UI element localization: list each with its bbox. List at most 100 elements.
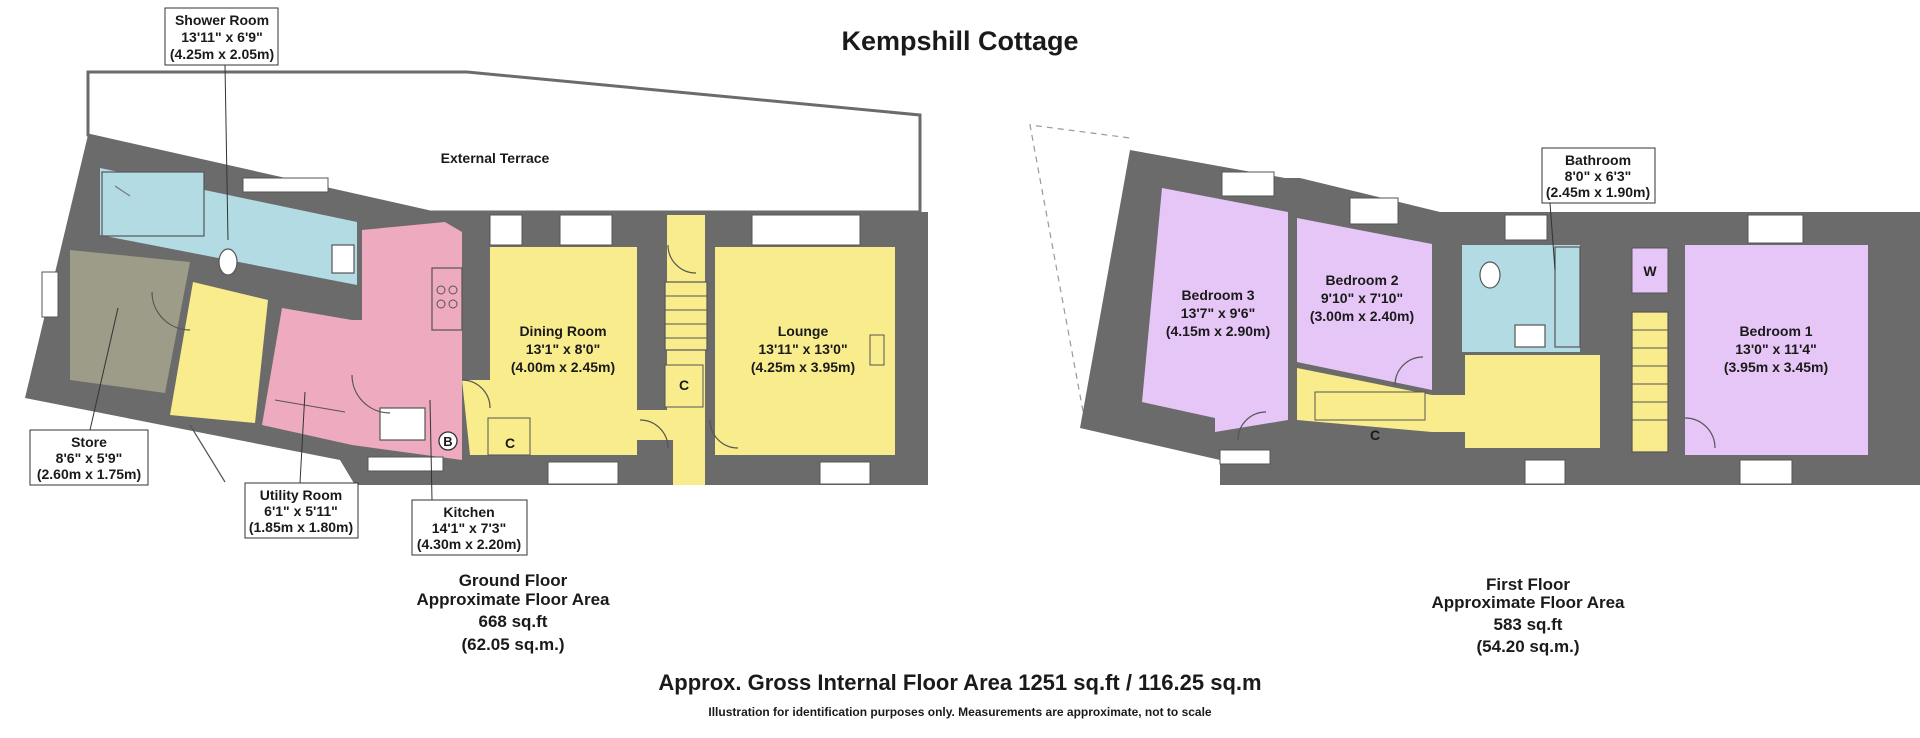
dining-kitchen-door: [461, 379, 491, 409]
plan-title: Kempshill Cottage: [841, 26, 1078, 56]
first-landing-area: [1297, 355, 1600, 448]
basin-fixture: [331, 244, 355, 274]
bathroom-metric: (2.45m x 1.90m): [1546, 184, 1650, 200]
kitchen-utility-door: [351, 374, 391, 414]
ground-floor-sqm: (62.05 sq.m.): [462, 635, 565, 654]
bedroom-2-door: [1394, 356, 1424, 386]
store-hall-area: [170, 282, 268, 423]
store-door: [151, 291, 191, 331]
svg-text:13'11" x 13'0": 13'11" x 13'0": [758, 341, 847, 357]
dining-window-front: [547, 461, 619, 485]
store-name: Store: [71, 434, 107, 450]
boiler-marker: [438, 431, 458, 451]
utility-room-imperial: 6'1" x 5'11": [264, 503, 338, 519]
bedroom-3-window-front: [1219, 449, 1271, 465]
svg-text:(4.15m x 2.90m): (4.15m x 2.90m): [1166, 323, 1270, 339]
svg-text:Dining Room: Dining Room: [519, 323, 606, 339]
toilet-fixture: [218, 248, 238, 276]
store-area: [70, 250, 190, 393]
store-imperial: 8'6" x 5'9": [56, 450, 123, 466]
svg-text:(3.00m x 2.40m): (3.00m x 2.40m): [1310, 308, 1414, 324]
shower-room-metric: (4.25m x 2.05m): [170, 46, 274, 62]
svg-text:Bedroom 2: Bedroom 2: [1325, 272, 1398, 288]
bathroom-name: Bathroom: [1565, 152, 1631, 168]
kitchen-callout: [411, 499, 528, 556]
svg-text:9'10" x 7'10": 9'10" x 7'10": [1321, 290, 1403, 306]
store-window: [41, 271, 59, 318]
wardrobe: [1631, 247, 1669, 294]
hall-door-rear: [667, 244, 697, 274]
ground-cupboard-1-label: C: [505, 435, 515, 451]
first-floor-summary: First Floor Approximate Floor Area 583 s…: [1431, 575, 1625, 656]
disclaimer: Illustration for identification purposes…: [708, 705, 1212, 719]
utility-room-name: Utility Room: [260, 487, 342, 503]
store-hall-door: [189, 424, 226, 483]
ground-floor-sqft: 668 sq.ft: [479, 612, 548, 631]
utility-room-callout: [244, 482, 359, 539]
gross-area: Approx. Gross Internal Floor Area 1251 s…: [658, 670, 1261, 695]
landing-window-front: [1524, 459, 1566, 485]
lounge-window-rear: [751, 214, 861, 246]
kitchen-name: Kitchen: [443, 504, 494, 520]
dining-hall-door: [639, 419, 669, 449]
bathroom-window: [1504, 214, 1548, 241]
dining-room-label: Dining Room 13'1" x 8'0" (4.00m x 2.45m): [511, 323, 615, 375]
dining-window-left: [489, 214, 523, 246]
lounge-label: Lounge 13'11" x 13'0" (4.25m x 3.95m): [751, 323, 855, 375]
utility-worktop: [274, 399, 346, 413]
kitchen-callout-line: [429, 399, 433, 501]
svg-text:(3.95m x 3.45m): (3.95m x 3.45m): [1724, 359, 1828, 375]
utility-room-area: [262, 308, 352, 445]
utility-room-callout-line: [299, 391, 306, 484]
bedroom-3-door: [1237, 411, 1267, 441]
ground-floor-area-label: Approximate Floor Area: [416, 590, 610, 609]
bedroom-3-label: Bedroom 3 13'7" x 9'6" (4.15m x 2.90m): [1166, 287, 1270, 339]
ground-cupboard-1: [487, 417, 531, 456]
bathroom-imperial: 8'0" x 6'3": [1565, 168, 1632, 184]
kitchen-metric: (4.30m x 2.20m): [417, 536, 521, 552]
lounge-fireplace: [869, 334, 885, 366]
shower-room-imperial: 13'11" x 6'9": [181, 29, 262, 45]
svg-text:Bedroom 3: Bedroom 3: [1181, 287, 1254, 303]
wardrobe-label: W: [1643, 263, 1657, 279]
external-terrace-label: External Terrace: [441, 150, 550, 166]
bedroom-2-window: [1349, 197, 1399, 225]
bedroom-1-window: [1747, 214, 1804, 244]
first-staircase: [1631, 311, 1669, 453]
svg-text:(4.25m x 3.95m): (4.25m x 3.95m): [751, 359, 855, 375]
dining-window-right: [559, 214, 613, 246]
utility-room-metric: (1.85m x 1.80m): [249, 519, 353, 535]
shower-room-callout-line: [224, 64, 229, 241]
svg-text:13'0" x 11'4": 13'0" x 11'4": [1735, 341, 1816, 357]
first-cupboard-label: C: [1370, 427, 1380, 443]
lounge-window-front: [819, 461, 871, 485]
lounge-area: [715, 247, 895, 455]
ground-cupboard-2: [664, 364, 704, 408]
ground-floor-label: Ground Floor: [459, 571, 568, 590]
svg-text:(4.00m x 2.45m): (4.00m x 2.45m): [511, 359, 615, 375]
kitchen-window: [367, 456, 444, 472]
svg-text:13'1" x 8'0": 13'1" x 8'0": [526, 341, 600, 357]
lounge-hall-door: [709, 419, 739, 449]
bedroom-2-area: [1297, 218, 1432, 390]
shower-room-callout: [164, 7, 279, 66]
bathroom-basin: [1514, 324, 1546, 348]
bedroom-2-label: Bedroom 2 9'10" x 7'10" (3.00m x 2.40m): [1310, 272, 1414, 324]
boiler-label: B: [443, 434, 452, 449]
bedroom-1-door: [1684, 417, 1716, 449]
dining-room-area: [462, 247, 637, 455]
bedroom-1-window-front: [1739, 459, 1793, 485]
bathroom-bath: [1554, 246, 1581, 348]
ground-staircase: [664, 281, 708, 351]
bath-fixture: [101, 171, 205, 237]
ground-floor-plan: External Terrace B C: [25, 7, 928, 654]
shower-head-fixture: [114, 185, 131, 197]
bathroom-callout-line: [1549, 202, 1556, 271]
first-floor-sqft: 583 sq.ft: [1494, 615, 1563, 634]
store-callout: [29, 429, 149, 486]
first-floor-area-label: Approximate Floor Area: [1431, 593, 1625, 612]
bathroom-callout: [1541, 147, 1656, 204]
bedroom-3-window: [1221, 171, 1275, 197]
